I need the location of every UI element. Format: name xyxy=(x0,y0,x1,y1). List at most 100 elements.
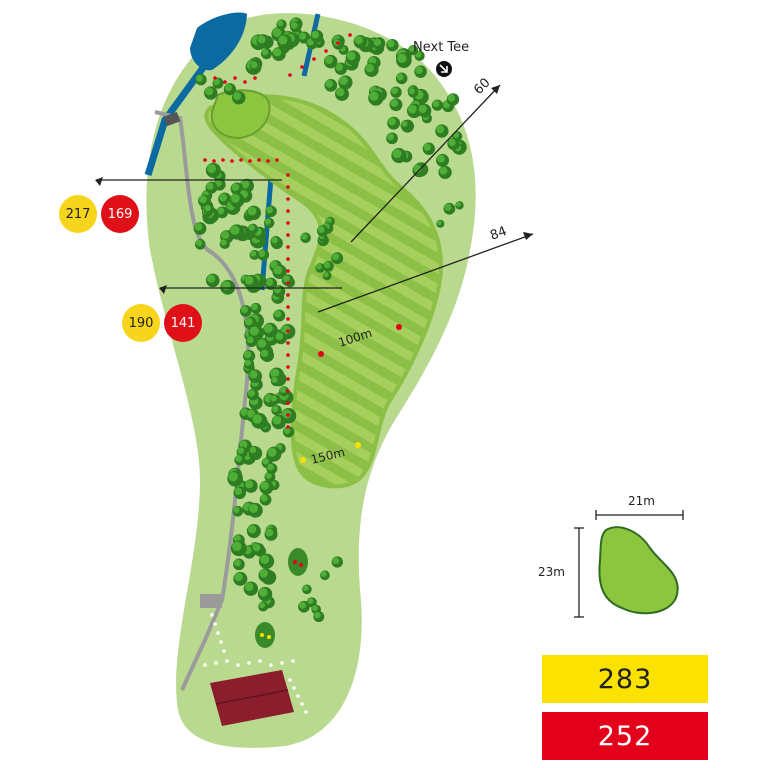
tree-icon xyxy=(455,201,464,210)
hole-length-red: 252 xyxy=(542,712,708,760)
tree-icon xyxy=(266,462,278,475)
tree-icon xyxy=(258,568,273,583)
tree-icon xyxy=(386,38,399,52)
boundary-dot xyxy=(286,425,290,429)
badge-red-169: 169 xyxy=(101,195,139,233)
tree-icon xyxy=(422,142,436,155)
tree-icon xyxy=(290,21,302,33)
tree-icon xyxy=(323,54,338,69)
boundary-dot xyxy=(312,57,316,61)
distance-line-arrow xyxy=(95,177,103,186)
tree-icon xyxy=(193,222,207,235)
tree-icon xyxy=(219,238,230,250)
tree-icon xyxy=(227,470,243,487)
hole-length-yellow: 283 xyxy=(542,655,708,703)
boundary-dot xyxy=(203,663,207,667)
boundary-dot xyxy=(212,159,216,163)
red-tee-marker xyxy=(293,560,297,564)
tree-icon xyxy=(298,600,310,613)
tree-icon xyxy=(245,335,258,348)
boundary-dot xyxy=(286,389,290,393)
red-tee-marker xyxy=(299,563,303,567)
tree-icon xyxy=(257,249,270,261)
boundary-dot xyxy=(248,159,252,163)
marker-100m-dot xyxy=(318,351,324,357)
tree-icon xyxy=(246,205,261,221)
tree-icon xyxy=(270,376,282,387)
tree-icon xyxy=(313,611,325,623)
tree-icon xyxy=(250,302,262,314)
tree-icon xyxy=(265,205,277,218)
tree-icon xyxy=(414,65,427,78)
tree-icon xyxy=(271,404,282,416)
next-tee-arrow-icon[interactable] xyxy=(436,61,452,77)
tree-icon xyxy=(387,116,401,130)
tree-icon xyxy=(247,502,263,518)
tree-icon xyxy=(315,263,326,273)
boundary-dot xyxy=(296,694,300,698)
boundary-dot xyxy=(286,221,290,225)
green xyxy=(210,89,271,140)
tree-icon xyxy=(353,34,368,49)
boundary-dot xyxy=(288,73,292,77)
next-tee-label: Next Tee xyxy=(413,40,469,55)
tree-icon xyxy=(335,86,350,101)
green-width-label: 21m xyxy=(628,494,655,508)
tree-icon xyxy=(272,264,287,280)
tree-clusters xyxy=(193,17,467,623)
tree-icon xyxy=(447,137,460,151)
tree-icon xyxy=(316,225,329,237)
tree-icon xyxy=(256,34,270,48)
tree-icon xyxy=(324,79,338,92)
tree-icon xyxy=(247,388,259,401)
boundary-dot xyxy=(300,702,304,706)
tree-icon xyxy=(364,62,379,77)
tree-icon xyxy=(264,471,276,483)
tree-icon xyxy=(281,274,294,287)
tree-icon xyxy=(246,524,261,539)
yellow-tee-box xyxy=(255,622,275,648)
tree-icon xyxy=(258,601,269,612)
boundary-dot xyxy=(213,76,217,80)
tree-icon xyxy=(195,73,207,86)
tree-icon xyxy=(372,37,385,50)
tree-icon xyxy=(274,331,288,345)
tree-icon xyxy=(271,414,287,430)
tree-icon xyxy=(322,260,334,272)
tree-icon xyxy=(436,219,445,228)
tree-icon xyxy=(232,91,246,105)
white-boundary-dots xyxy=(203,613,308,714)
tree-icon xyxy=(272,285,286,298)
boundary-dot xyxy=(286,365,290,369)
tree-icon xyxy=(269,394,281,405)
marker-100m-dot xyxy=(396,324,402,330)
marker-150m-dot xyxy=(355,442,361,448)
boundary-dot xyxy=(286,413,290,417)
boundary-dot xyxy=(210,613,214,617)
boundary-dot xyxy=(269,663,273,667)
green-depth-label: 23m xyxy=(538,565,565,579)
tree-icon xyxy=(345,50,361,66)
tree-icon xyxy=(338,75,353,90)
tree-icon xyxy=(276,19,287,30)
tree-icon xyxy=(282,426,295,438)
bridge xyxy=(163,111,181,127)
tree-icon xyxy=(320,570,330,581)
boundary-dot xyxy=(286,269,290,273)
tree-icon xyxy=(244,359,255,370)
tree-icon xyxy=(264,527,278,541)
boundary-dot xyxy=(336,41,340,45)
green-detail: 21m 23m xyxy=(538,494,684,618)
boundary-dot xyxy=(258,659,262,663)
boundary-dot xyxy=(247,661,251,665)
boundary-dot xyxy=(213,622,217,626)
tree-icon xyxy=(244,479,258,493)
tree-icon xyxy=(243,274,259,290)
boundary-dot xyxy=(286,185,290,189)
marker-150m-dot xyxy=(300,457,306,463)
carry-line-84: 84 xyxy=(317,224,534,313)
tree-icon xyxy=(260,48,272,60)
tree-icon xyxy=(212,77,224,89)
yellow-tee-marker xyxy=(260,633,264,637)
boundary-dot xyxy=(239,158,243,162)
